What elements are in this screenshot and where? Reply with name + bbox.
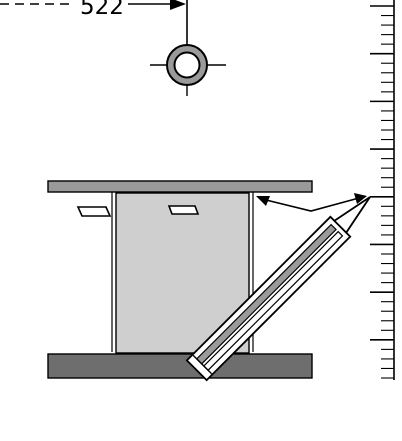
cabinet — [47, 180, 313, 379]
dimension-value: 522 — [80, 0, 124, 20]
door-handle — [167, 205, 200, 215]
cabinet-door — [115, 192, 250, 354]
pencil-icon — [185, 196, 371, 382]
plinth — [47, 353, 313, 379]
ruler-ticks — [370, 5, 394, 379]
hole-target-icon — [150, 44, 226, 96]
left-drawer-handle — [76, 206, 112, 217]
alignment-arrow — [256, 193, 367, 212]
ruler — [370, 0, 395, 380]
dimension-marker: 522 — [0, 0, 188, 44]
countertop — [47, 180, 313, 193]
dimension-arrow-head — [170, 0, 186, 10]
